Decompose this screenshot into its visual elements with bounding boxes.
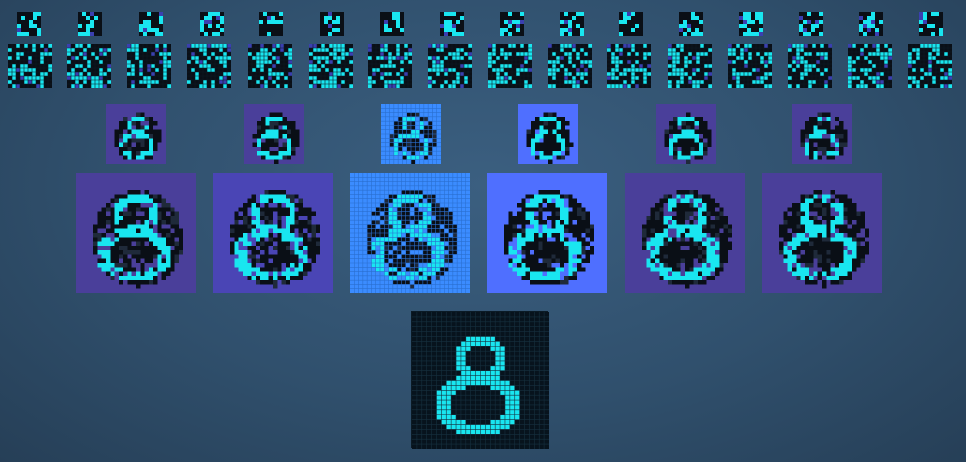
pixel-grid xyxy=(679,12,703,36)
pool-top-map-15[interactable] xyxy=(859,12,883,36)
conv-top-map-9[interactable] xyxy=(488,44,532,88)
pixel-grid xyxy=(500,12,524,36)
pixel-grid xyxy=(607,44,651,88)
conv-top-map-3[interactable] xyxy=(127,44,171,88)
pool-mid-map-6[interactable] xyxy=(792,104,852,164)
pool-mid-map-3[interactable] xyxy=(381,104,441,164)
pixel-grid xyxy=(259,12,283,36)
pixel-grid xyxy=(762,173,882,293)
pool-top-map-14[interactable] xyxy=(799,12,823,36)
pool-top-map-13[interactable] xyxy=(739,12,763,36)
pixel-grid xyxy=(518,104,578,164)
pixel-grid xyxy=(381,104,441,164)
pixel-grid xyxy=(488,44,532,88)
conv-top-map-8[interactable] xyxy=(428,44,472,88)
conv-mid-map-1[interactable] xyxy=(76,173,196,293)
conv-top-map-5[interactable] xyxy=(248,44,292,88)
conv-mid-map-5[interactable] xyxy=(625,173,745,293)
pixel-grid xyxy=(440,12,464,36)
pool-top-map-2[interactable] xyxy=(78,12,102,36)
conv-top-map-13[interactable] xyxy=(728,44,772,88)
pixel-grid xyxy=(625,173,745,293)
pixel-grid xyxy=(244,104,304,164)
pixel-grid xyxy=(728,44,772,88)
pool-top-map-4[interactable] xyxy=(200,12,224,36)
pool-top-map-10[interactable] xyxy=(560,12,584,36)
conv-mid-map-4[interactable] xyxy=(487,173,607,293)
pixel-grid xyxy=(200,12,224,36)
pixel-grid xyxy=(309,44,353,88)
pixel-grid xyxy=(619,12,643,36)
conv-top-map-14[interactable] xyxy=(788,44,832,88)
pixel-grid xyxy=(668,44,712,88)
pixel-grid xyxy=(17,12,41,36)
pool-mid-map-1[interactable] xyxy=(106,104,166,164)
conv-mid-map-2[interactable] xyxy=(213,173,333,293)
pixel-grid xyxy=(350,173,470,293)
conv-mid-map-6[interactable] xyxy=(762,173,882,293)
pixel-grid xyxy=(106,104,166,164)
pixel-grid xyxy=(799,12,823,36)
conv-top-map-16[interactable] xyxy=(908,44,952,88)
pool-top-map-6[interactable] xyxy=(320,12,344,36)
pixel-grid xyxy=(320,12,344,36)
pixel-grid xyxy=(739,12,763,36)
pixel-grid xyxy=(656,104,716,164)
conv-top-map-7[interactable] xyxy=(368,44,412,88)
pixel-grid xyxy=(76,173,196,293)
pool-top-map-11[interactable] xyxy=(619,12,643,36)
conv-top-map-11[interactable] xyxy=(607,44,651,88)
conv-top-map-10[interactable] xyxy=(548,44,592,88)
conv-mid-map-3[interactable] xyxy=(350,173,470,293)
pixel-grid xyxy=(368,44,412,88)
pixel-grid xyxy=(187,44,231,88)
conv-top-map-6[interactable] xyxy=(309,44,353,88)
conv-top-map-12[interactable] xyxy=(668,44,712,88)
pixel-grid xyxy=(412,312,549,449)
pixel-grid xyxy=(788,44,832,88)
pixel-grid xyxy=(487,173,607,293)
pool-top-map-1[interactable] xyxy=(17,12,41,36)
conv-top-map-4[interactable] xyxy=(187,44,231,88)
pixel-grid xyxy=(548,44,592,88)
pool-top-map-8[interactable] xyxy=(440,12,464,36)
pool-top-map-5[interactable] xyxy=(259,12,283,36)
pixel-grid xyxy=(127,44,171,88)
conv-top-map-2[interactable] xyxy=(67,44,111,88)
pool-top-map-16[interactable] xyxy=(919,12,943,36)
conv-top-map-15[interactable] xyxy=(848,44,892,88)
pixel-grid xyxy=(248,44,292,88)
pool-top-map-7[interactable] xyxy=(380,12,404,36)
pool-top-map-12[interactable] xyxy=(679,12,703,36)
pixel-grid xyxy=(859,12,883,36)
pool-mid-map-2[interactable] xyxy=(244,104,304,164)
pixel-grid xyxy=(792,104,852,164)
pixel-grid xyxy=(848,44,892,88)
pixel-grid xyxy=(78,12,102,36)
pool-top-map-9[interactable] xyxy=(500,12,524,36)
pixel-grid xyxy=(139,12,163,36)
pool-top-map-3[interactable] xyxy=(139,12,163,36)
pixel-grid xyxy=(380,12,404,36)
input-image[interactable] xyxy=(411,311,549,449)
pixel-grid xyxy=(919,12,943,36)
pixel-grid xyxy=(213,173,333,293)
pixel-grid xyxy=(560,12,584,36)
pixel-grid xyxy=(8,44,52,88)
pool-mid-map-5[interactable] xyxy=(656,104,716,164)
pixel-grid xyxy=(428,44,472,88)
pool-mid-map-4[interactable] xyxy=(518,104,578,164)
conv-top-map-1[interactable] xyxy=(8,44,52,88)
pixel-grid xyxy=(67,44,111,88)
pixel-grid xyxy=(908,44,952,88)
